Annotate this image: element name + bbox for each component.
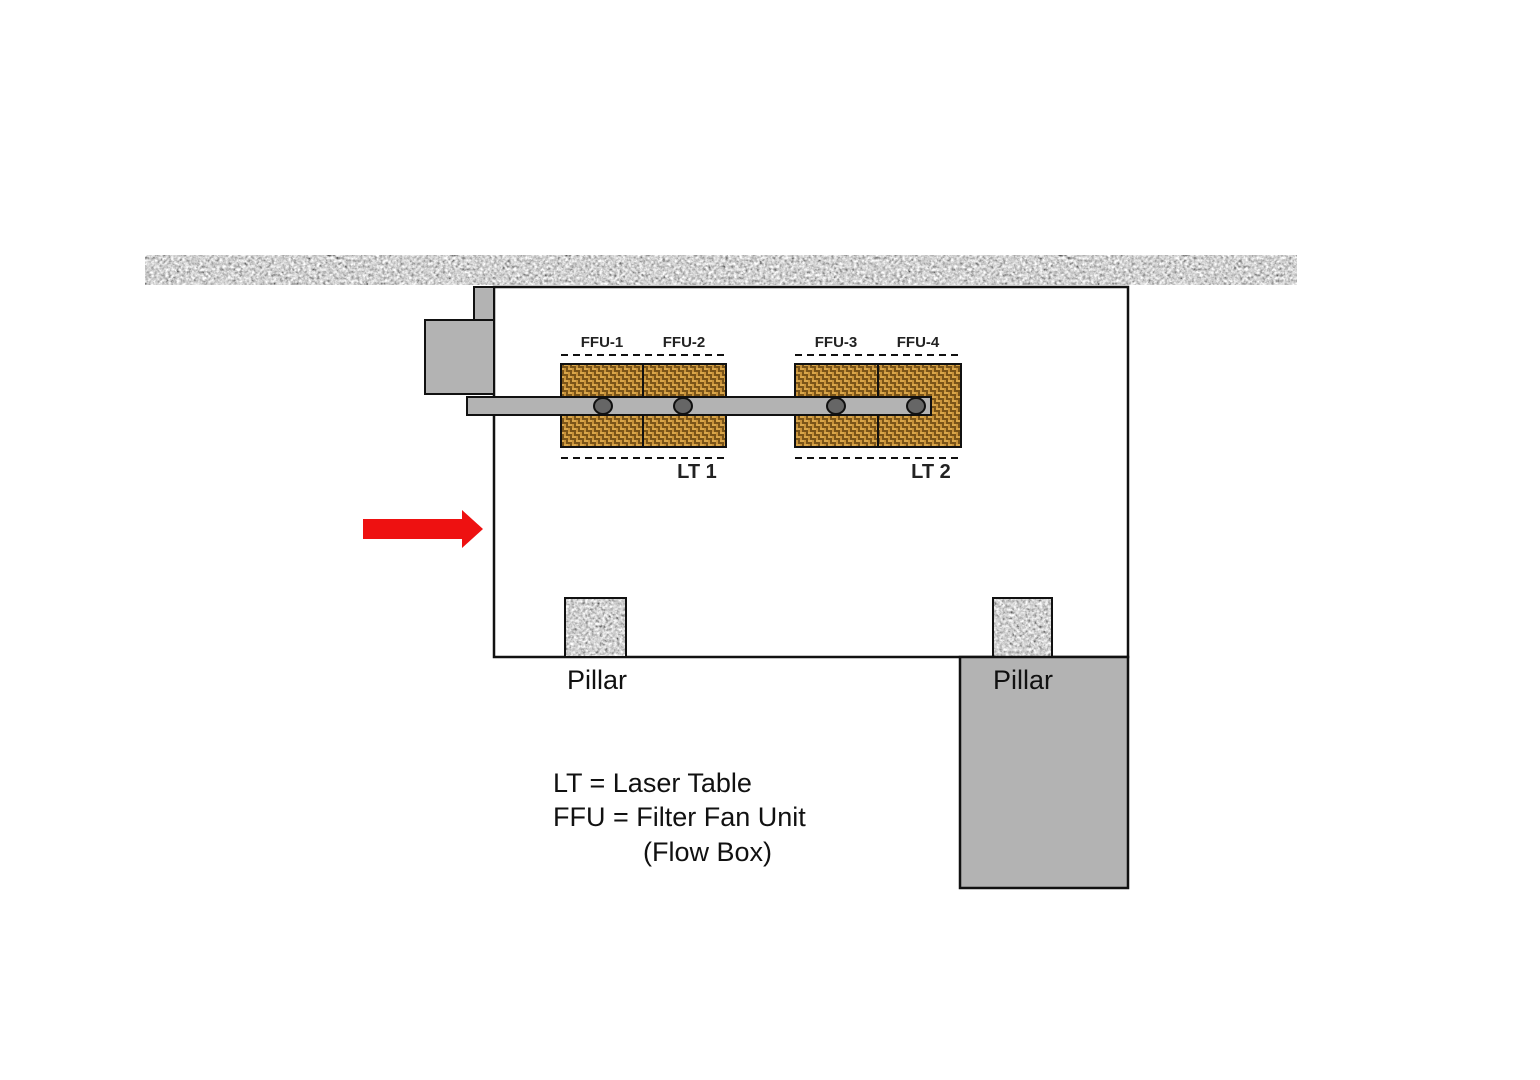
- ffu-label-1: FFU-1: [581, 334, 624, 351]
- duct-outlet-4: [906, 397, 926, 415]
- legend-line-flowbox: (Flow Box): [643, 837, 772, 867]
- room-outline: [492, 285, 1130, 659]
- pillar-label-right: Pillar: [993, 665, 1053, 695]
- legend-line-lt: LT = Laser Table: [553, 768, 752, 798]
- lt-label-1: LT 1: [677, 461, 717, 483]
- ffu-label-2: FFU-2: [663, 334, 706, 351]
- legend-line-ffu: FFU = Filter Fan Unit: [553, 802, 806, 832]
- supply-duct: [466, 396, 932, 416]
- duct-outlet-3: [826, 397, 846, 415]
- airflow-arrow-icon: [363, 510, 483, 548]
- duct-outlet-1: [593, 397, 613, 415]
- pillar-right: [993, 598, 1052, 657]
- duct-outlet-2: [673, 397, 693, 415]
- lt-label-2: LT 2: [911, 461, 951, 483]
- ffu-label-4: FFU-4: [897, 334, 940, 351]
- duct-riser: [473, 286, 495, 321]
- pillar-left-outline: [564, 597, 627, 658]
- ceiling-slab: [145, 255, 1297, 285]
- pillar-label-left: Pillar: [567, 665, 627, 695]
- ffu-label-3: FFU-3: [815, 334, 858, 351]
- air-handler-box: [424, 319, 495, 395]
- pillar-left: [565, 598, 626, 657]
- lower-annex-box: [958, 655, 1130, 890]
